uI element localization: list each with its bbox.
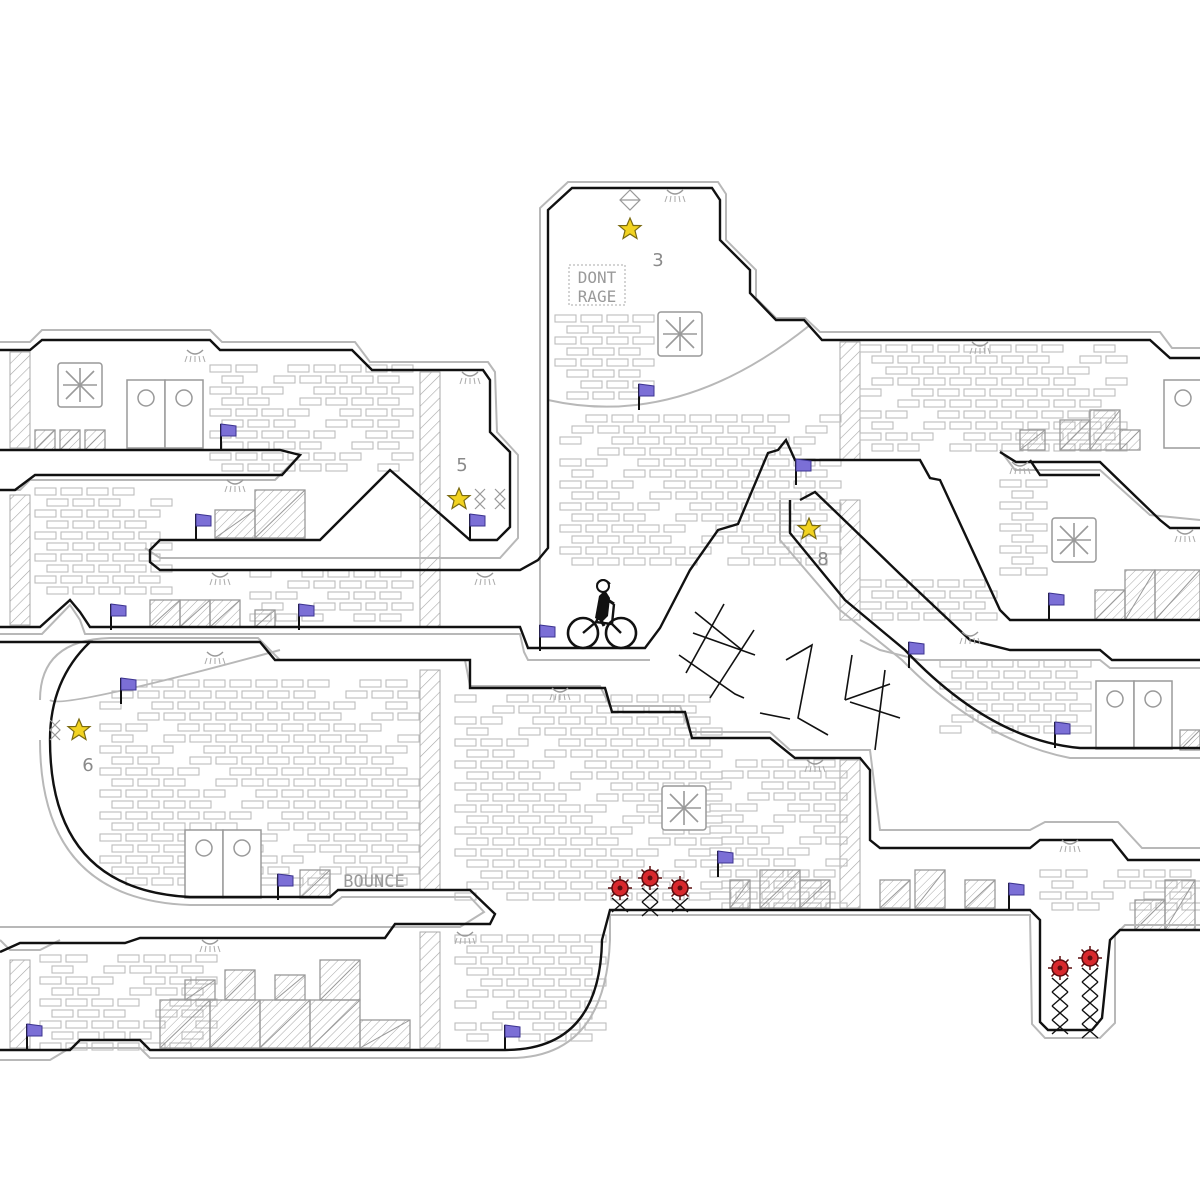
scenery-outline (0, 181, 1200, 1061)
goal-star-icon (618, 217, 642, 240)
svg-text:DONT: DONT (578, 268, 617, 287)
brick-wall-scenery (34, 314, 1200, 1051)
crate-icon (34, 409, 1200, 1049)
checkpoint-flag-icon (195, 513, 212, 541)
goal-stars (67, 217, 821, 741)
checkpoint-flag-icon (504, 1024, 521, 1052)
mine-icon (607, 875, 633, 913)
checkpoint-flag-icon (638, 383, 655, 411)
checkpoint-flag-icon (469, 513, 486, 541)
rider-on-bike-icon[interactable] (566, 579, 638, 650)
scribble-marks (678, 603, 901, 751)
checkpoint-number-3: 3 (652, 250, 663, 271)
checkpoint-flag-icon (220, 423, 237, 451)
dont-rage-sign: DONT RAGE (568, 264, 626, 306)
goal-star-icon (447, 487, 471, 510)
mine-icon (1077, 945, 1103, 1039)
checkpoint-number-5: 5 (456, 455, 467, 476)
mine-icon (637, 865, 663, 917)
mine-icon (667, 875, 693, 913)
checkpoint-flag-icon (1048, 592, 1065, 620)
mines (607, 865, 1103, 1039)
checkpoint-flag-icon (1008, 882, 1025, 910)
bounce-sign: BOUNCE (343, 872, 404, 892)
goal-star-icon (67, 718, 91, 741)
checkpoint-number-6: 6 (82, 755, 93, 776)
lamp-scenery (184, 189, 1196, 953)
mine-icon (1047, 955, 1073, 1035)
checkpoint-number-8: 8 (817, 549, 828, 570)
chain-scenery (49, 189, 641, 741)
svg-text:RAGE: RAGE (578, 287, 617, 306)
